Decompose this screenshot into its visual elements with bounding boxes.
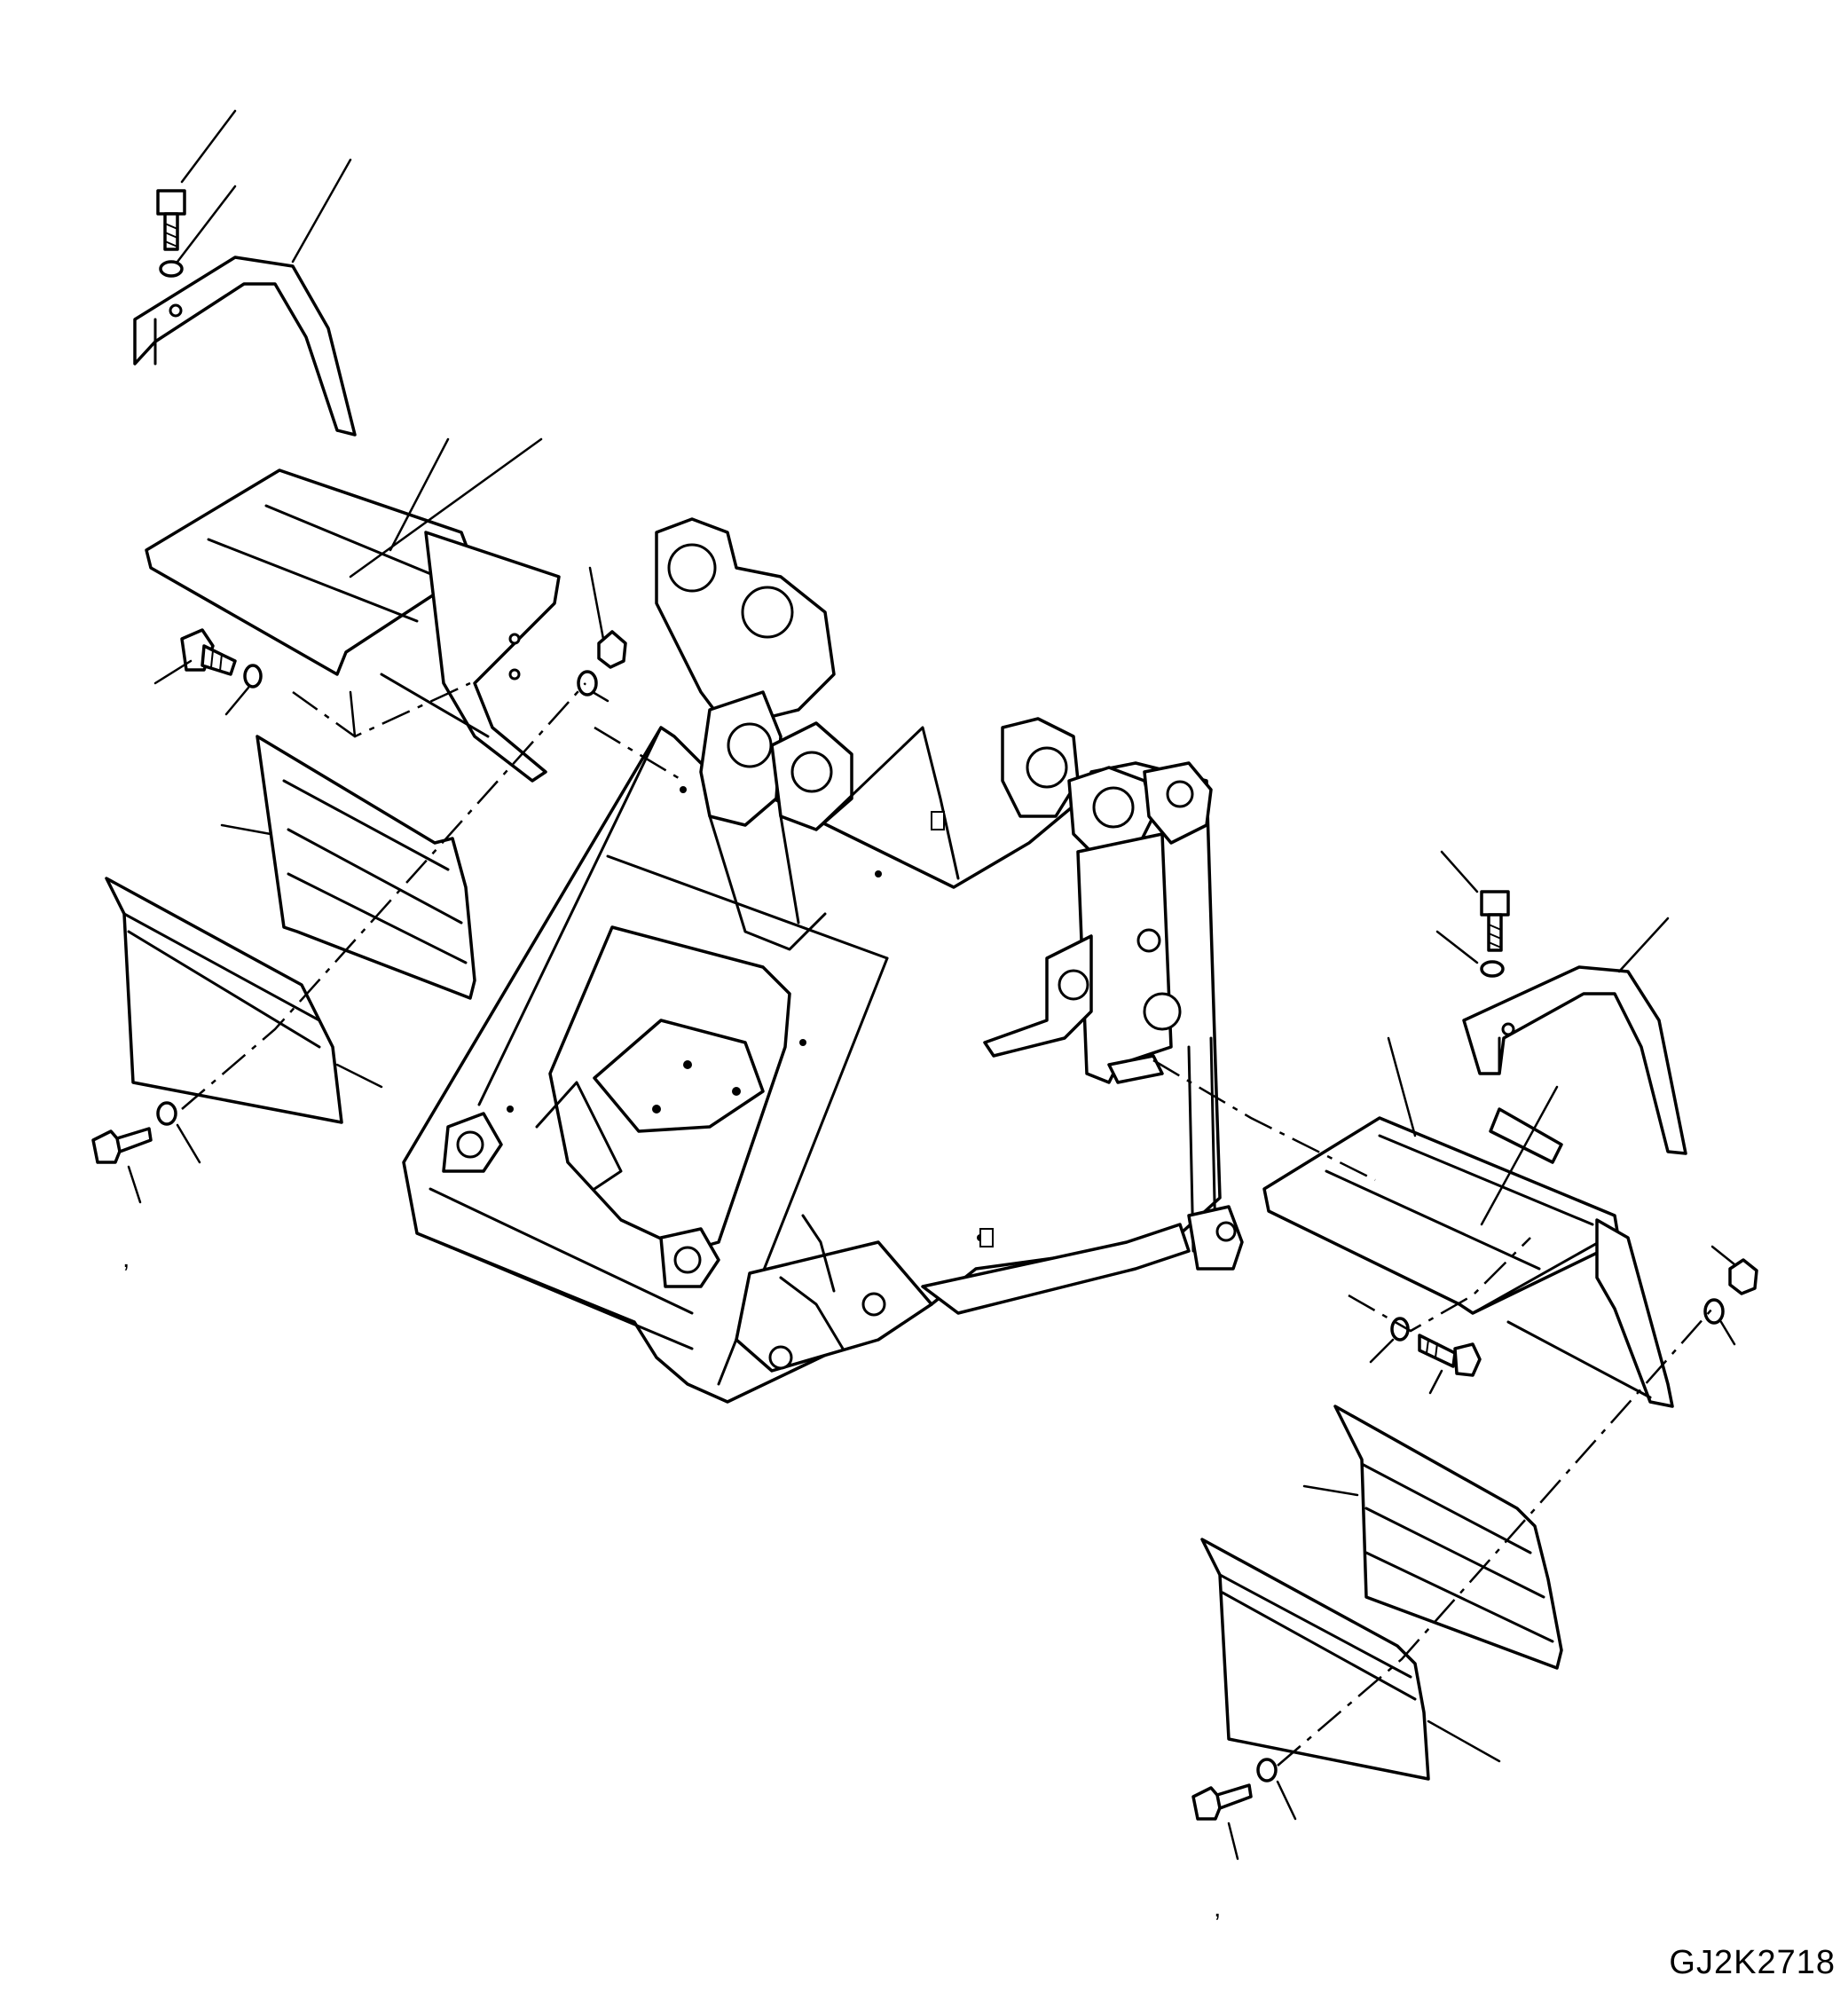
right-step-bolt [1418,1334,1482,1377]
right-bottom-washer [1256,1758,1278,1782]
left-bottom-bolt [91,1127,153,1164]
right-top-bolt [1480,890,1510,952]
stray-mark-left: , [122,1244,130,1273]
right-bottom-bolt [1191,1783,1253,1821]
left-step-assembly [91,109,684,1204]
left-nut [597,630,627,669]
right-top-washer [1480,960,1505,978]
left-nut-washer [577,670,598,696]
right-nut-washer [1703,1298,1725,1325]
left-guard-inner [256,735,476,1000]
main-frame [402,517,1244,1404]
left-top-washer [159,260,184,278]
left-guard-outer [105,877,343,1124]
stray-mark-right: , [1214,1893,1221,1923]
right-guard-inner [1333,1405,1563,1670]
right-guard-outer [1200,1538,1430,1781]
left-top-bolt [156,189,186,251]
right-nut [1728,1258,1758,1295]
right-step-plate [1262,1116,1621,1315]
left-step-washer [243,664,263,689]
right-step-assembly [1152,850,1758,1861]
drawing-code: GJ2K2718 [1669,1944,1836,1981]
left-bracket [133,256,357,437]
left-step-bolt [180,628,237,676]
left-bottom-washer [156,1101,177,1126]
